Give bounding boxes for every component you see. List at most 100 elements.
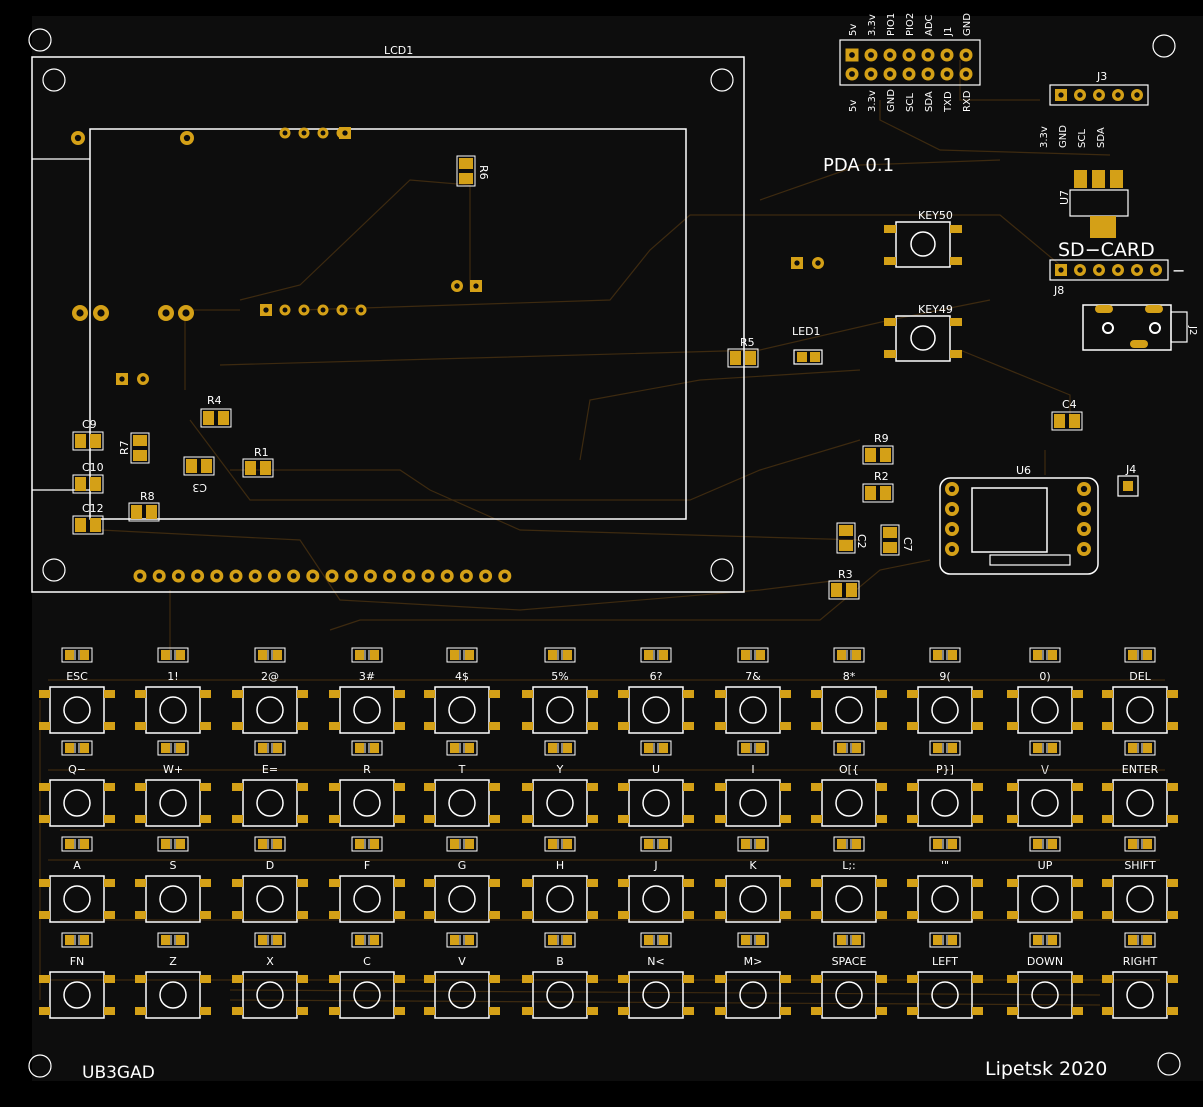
- keyboard-key[interactable]: W+: [135, 740, 211, 827]
- key-label: Y: [556, 763, 564, 776]
- tht-pad: [137, 373, 149, 385]
- keyboard-key[interactable]: 2@: [232, 647, 308, 734]
- u6-module: U6: [939, 464, 1099, 575]
- keyboard-key[interactable]: FN: [39, 932, 115, 1019]
- keyboard-key[interactable]: 0): [1007, 647, 1083, 734]
- keyboard-key[interactable]: DEL: [1102, 647, 1178, 734]
- switch-button-icon: [1031, 789, 1059, 817]
- key-label: 6?: [650, 670, 663, 683]
- keyboard-key[interactable]: SPACE: [811, 932, 887, 1019]
- j2-label: J2: [1187, 325, 1198, 335]
- switch-button-icon: [63, 789, 91, 817]
- c10-capacitor: [72, 474, 104, 494]
- keyboard-key[interactable]: I: [715, 740, 791, 827]
- mount-hole-icon: [28, 28, 52, 52]
- switch-button-icon: [63, 696, 91, 724]
- switch-button-icon: [546, 789, 574, 817]
- tht-pad: [306, 569, 320, 583]
- key-label: A: [73, 859, 81, 872]
- tht-pad: [267, 569, 281, 583]
- keyboard-key[interactable]: 5%: [522, 647, 598, 734]
- key-diode: [1124, 836, 1156, 852]
- key-diode: [640, 932, 672, 948]
- keyboard-key[interactable]: RIGHT: [1102, 932, 1178, 1019]
- key-label: G: [458, 859, 467, 872]
- r8-label: R8: [140, 490, 155, 503]
- key-diode: [833, 647, 865, 663]
- key-label: SPACE: [832, 955, 867, 968]
- r3-resistor: [828, 580, 860, 600]
- tht-pad: [902, 48, 916, 62]
- tht-pad: [383, 569, 397, 583]
- keyboard-key[interactable]: SHIFT: [1102, 836, 1178, 923]
- r9-resistor: [862, 445, 894, 465]
- tht-pad: [1074, 89, 1086, 101]
- keyboard-key[interactable]: C: [329, 932, 405, 1019]
- keyboard-key[interactable]: 8*: [811, 647, 887, 734]
- key-diode: [737, 740, 769, 756]
- keyboard-key[interactable]: P}]: [907, 740, 983, 827]
- keyboard-key[interactable]: 7&: [715, 647, 791, 734]
- j1-top-pin-label: PIO2: [905, 13, 916, 36]
- tht-pad: [1077, 482, 1091, 496]
- keyboard-key[interactable]: Z: [135, 932, 211, 1019]
- tht-pad: [279, 127, 291, 139]
- keyboard-key[interactable]: 3#: [329, 647, 405, 734]
- keyboard-key[interactable]: G: [424, 836, 500, 923]
- key-diode: [929, 740, 961, 756]
- keyboard-key[interactable]: N<: [618, 932, 694, 1019]
- square-pad: [1055, 264, 1067, 276]
- keyboard-key[interactable]: F: [329, 836, 405, 923]
- c10-label: C10: [82, 461, 104, 474]
- keyboard-key[interactable]: 4$: [424, 647, 500, 734]
- c9-label: C9: [82, 418, 97, 431]
- keyboard-key[interactable]: ENTER: [1102, 740, 1178, 827]
- keyboard-key[interactable]: U: [618, 740, 694, 827]
- j1-top-pin-label: 5v: [848, 24, 859, 36]
- keyboard-key[interactable]: 6?: [618, 647, 694, 734]
- tht-pad: [229, 569, 243, 583]
- keyboard-key[interactable]: V: [424, 932, 500, 1019]
- keyboard-key[interactable]: DOWN: [1007, 932, 1083, 1019]
- keyboard-key[interactable]: B: [522, 932, 598, 1019]
- keyboard-key[interactable]: L;:: [811, 836, 887, 923]
- keyboard-key[interactable]: O[{: [811, 740, 887, 827]
- keyboard-key[interactable]: H: [522, 836, 598, 923]
- key-label: Z: [169, 955, 177, 968]
- key-label: UP: [1038, 859, 1053, 872]
- keyboard-key[interactable]: ESC: [39, 647, 115, 734]
- j1-top-pin-label: ADC: [924, 14, 935, 36]
- square-pad: [116, 373, 128, 385]
- mount-hole-icon: [710, 558, 734, 582]
- keyboard-key[interactable]: D: [232, 836, 308, 923]
- keyboard-key[interactable]: K: [715, 836, 791, 923]
- lcd-module: LCD1: [31, 44, 745, 593]
- keyboard-key[interactable]: \/: [1007, 740, 1083, 827]
- keyboard-key[interactable]: Q−: [39, 740, 115, 827]
- keyboard-key[interactable]: E=: [232, 740, 308, 827]
- keyboard-key[interactable]: X: [232, 932, 308, 1019]
- keyboard-key[interactable]: R: [329, 740, 405, 827]
- r1-resistor: [242, 458, 274, 478]
- c9-capacitor: [72, 431, 104, 451]
- keyboard-key[interactable]: 1!: [135, 647, 211, 734]
- keyboard-key[interactable]: Y: [522, 740, 598, 827]
- r6-label: R6: [477, 165, 490, 180]
- mount-hole-icon: [28, 1054, 52, 1078]
- keyboard-key[interactable]: '": [907, 836, 983, 923]
- keyboard-key[interactable]: T: [424, 740, 500, 827]
- key-label: DEL: [1129, 670, 1151, 683]
- keyboard-key[interactable]: LEFT: [907, 932, 983, 1019]
- key-label: E=: [262, 763, 278, 776]
- keyboard-key[interactable]: A: [39, 836, 115, 923]
- keyboard-key[interactable]: J: [618, 836, 694, 923]
- callsign-text: UB3GAD: [82, 1063, 155, 1083]
- keyboard-key[interactable]: S: [135, 836, 211, 923]
- key-label: RIGHT: [1123, 955, 1158, 968]
- keyboard-key[interactable]: UP: [1007, 836, 1083, 923]
- tht-pad: [459, 569, 473, 583]
- keyboard-key[interactable]: M>: [715, 932, 791, 1019]
- key-diode: [157, 932, 189, 948]
- keyboard-key[interactable]: 9(: [907, 647, 983, 734]
- c7-label: C7: [901, 537, 914, 552]
